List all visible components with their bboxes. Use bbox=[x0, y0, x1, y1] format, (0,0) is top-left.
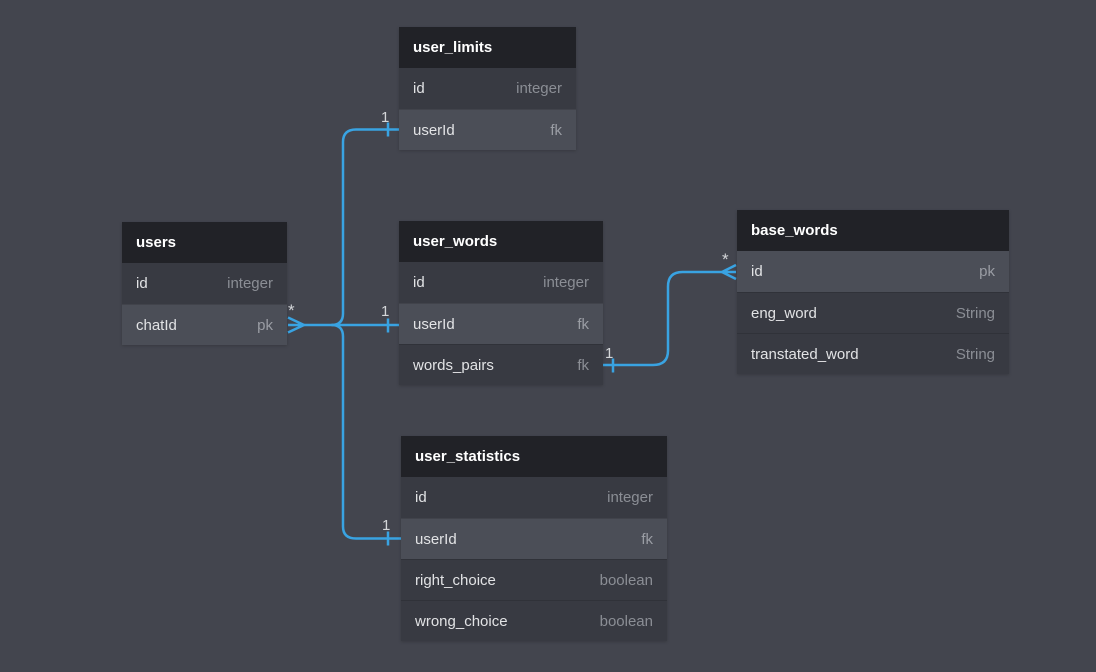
field-row[interactable]: id pk bbox=[737, 251, 1009, 292]
field-row[interactable]: chatId pk bbox=[122, 304, 287, 345]
table-users[interactable]: users id integer chatId pk bbox=[122, 222, 287, 345]
field-type: fk bbox=[577, 356, 589, 374]
field-type: boolean bbox=[599, 612, 653, 630]
field-name: eng_word bbox=[751, 304, 817, 322]
relationship-users-user_words[interactable] bbox=[287, 316, 399, 334]
field-name: userId bbox=[415, 530, 457, 548]
field-type: integer bbox=[607, 489, 653, 506]
table-title: user_words bbox=[413, 233, 498, 250]
cardinality-label-user_limits-userId: 1 bbox=[381, 109, 390, 126]
field-name: id bbox=[413, 274, 425, 291]
field-name: id bbox=[136, 275, 148, 292]
field-row[interactable]: eng_word String bbox=[737, 292, 1009, 333]
cardinality-label-user_words-userId: 1 bbox=[381, 303, 390, 320]
field-row[interactable]: wrong_choice boolean bbox=[401, 600, 667, 641]
field-row[interactable]: id integer bbox=[399, 262, 603, 303]
field-row[interactable]: userId fk bbox=[399, 109, 576, 150]
table-user_words[interactable]: user_words id integer userId fk words_pa… bbox=[399, 221, 603, 385]
table-header[interactable]: user_words bbox=[399, 221, 603, 262]
field-name: id bbox=[415, 489, 427, 506]
table-user_limits[interactable]: user_limits id integer userId fk bbox=[399, 27, 576, 150]
field-type: integer bbox=[227, 275, 273, 292]
field-name: wrong_choice bbox=[415, 612, 508, 630]
field-type: pk bbox=[979, 263, 995, 280]
field-row[interactable]: userId fk bbox=[399, 303, 603, 344]
field-name: userId bbox=[413, 121, 455, 139]
relationship-users-user_limits[interactable] bbox=[331, 122, 400, 327]
field-row[interactable]: id integer bbox=[401, 477, 667, 518]
field-type: integer bbox=[516, 80, 562, 97]
field-row[interactable]: transtated_word String bbox=[737, 333, 1009, 374]
field-type: fk bbox=[641, 530, 653, 548]
table-user_statistics[interactable]: user_statistics id integer userId fk rig… bbox=[401, 436, 667, 641]
table-title: user_limits bbox=[413, 39, 493, 56]
field-type: String bbox=[955, 345, 995, 363]
field-row[interactable]: right_choice boolean bbox=[401, 559, 667, 600]
table-title: base_words bbox=[751, 222, 838, 239]
field-type: fk bbox=[550, 121, 562, 139]
field-type: integer bbox=[543, 274, 589, 291]
field-name: id bbox=[751, 263, 763, 280]
field-name: userId bbox=[413, 315, 455, 333]
cardinality-label-user_statistics-userId: 1 bbox=[382, 517, 391, 534]
relationship-user_words-base_words[interactable] bbox=[603, 263, 737, 373]
field-row[interactable]: userId fk bbox=[401, 518, 667, 559]
field-type: pk bbox=[257, 316, 273, 334]
field-type: boolean bbox=[599, 571, 653, 589]
table-title: user_statistics bbox=[415, 448, 521, 465]
table-base_words[interactable]: base_words id pk eng_word String transta… bbox=[737, 210, 1009, 374]
table-header[interactable]: user_statistics bbox=[401, 436, 667, 477]
field-row[interactable]: id integer bbox=[399, 68, 576, 109]
field-name: right_choice bbox=[415, 571, 496, 589]
table-title: users bbox=[136, 234, 177, 251]
field-row[interactable]: id integer bbox=[122, 263, 287, 304]
field-name: id bbox=[413, 80, 425, 97]
table-header[interactable]: users bbox=[122, 222, 287, 263]
cardinality-label-base_words-id: * bbox=[722, 250, 729, 269]
cardinality-label-user_words-words_pairs: 1 bbox=[605, 345, 614, 362]
field-type: String bbox=[955, 304, 995, 322]
field-name: transtated_word bbox=[751, 345, 859, 363]
relationship-users-user_statistics[interactable] bbox=[331, 323, 402, 546]
field-name: words_pairs bbox=[413, 356, 494, 374]
field-name: chatId bbox=[136, 316, 177, 334]
table-header[interactable]: user_limits bbox=[399, 27, 576, 68]
table-header[interactable]: base_words bbox=[737, 210, 1009, 251]
field-row[interactable]: words_pairs fk bbox=[399, 344, 603, 385]
field-type: fk bbox=[577, 315, 589, 333]
cardinality-label-users-chatId: * bbox=[288, 301, 295, 320]
